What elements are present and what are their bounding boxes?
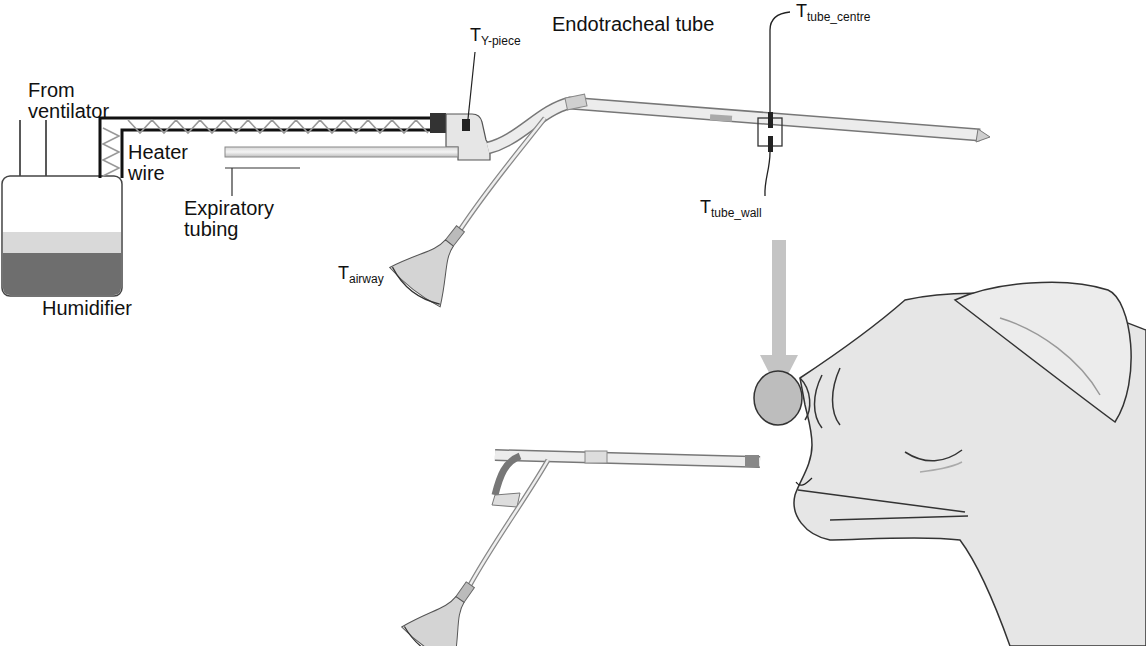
humidifier [2, 176, 122, 296]
part-label: Humidifier [42, 298, 132, 319]
sensor-label: Tairway [338, 264, 384, 286]
sensor-label: Ttube_centre [796, 2, 870, 24]
part-label: Expiratory tubing [184, 198, 288, 240]
heater-coil [128, 120, 428, 133]
part-label: Heater wire [128, 142, 198, 184]
part-label: From ventilator [28, 80, 108, 122]
y-piece-sensor [462, 119, 470, 131]
part-label: Endotracheal tube [552, 14, 714, 35]
pig-head [754, 282, 1146, 646]
heater-coil [103, 128, 119, 176]
sensor-label: TY-piece [470, 26, 521, 48]
sensor-label: Ttube_wall [700, 198, 762, 220]
